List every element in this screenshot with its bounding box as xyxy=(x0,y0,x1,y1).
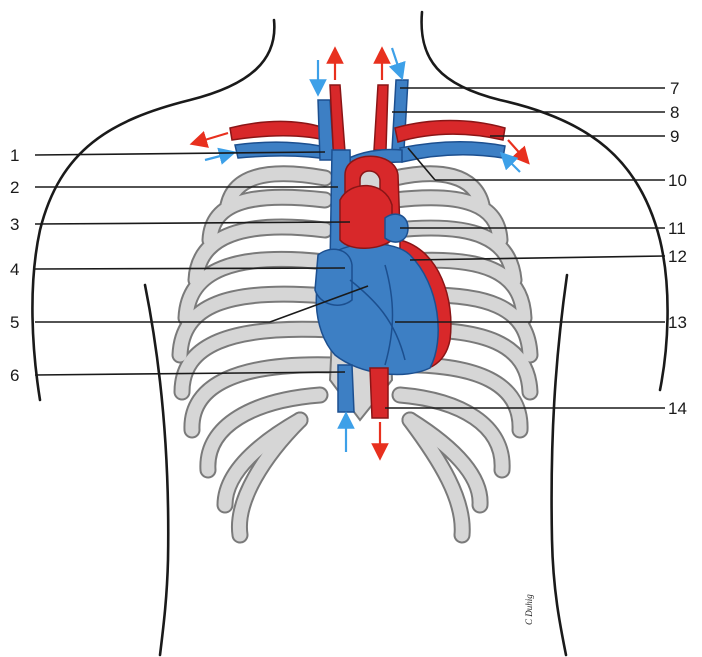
label-7: 7 xyxy=(670,79,679,98)
right-subclavian-vein xyxy=(235,142,332,160)
label-11: 11 xyxy=(668,219,686,238)
right-atrium xyxy=(315,249,352,305)
label-1: 1 xyxy=(10,146,19,165)
pulmonary-trunk-region xyxy=(340,186,392,249)
label-13: 13 xyxy=(668,313,687,332)
left-subclavian-vein xyxy=(400,142,505,162)
label-12: 12 xyxy=(668,247,687,266)
label-4: 4 xyxy=(10,260,19,279)
left-subclavian-artery xyxy=(395,121,505,143)
label-6: 6 xyxy=(10,366,19,385)
left-carotid-artery xyxy=(374,85,388,150)
label-3: 3 xyxy=(10,215,19,234)
label-10: 10 xyxy=(668,171,687,190)
label-8: 8 xyxy=(670,103,679,122)
right-subclavian-artery xyxy=(230,121,332,142)
label-2: 2 xyxy=(10,178,19,197)
right-ribs xyxy=(180,174,334,535)
label-9: 9 xyxy=(670,127,679,146)
label-5: 5 xyxy=(10,313,19,332)
label-14: 14 xyxy=(668,399,687,418)
descending-aorta xyxy=(370,368,388,418)
artist-signature: C Duhig xyxy=(524,594,534,625)
